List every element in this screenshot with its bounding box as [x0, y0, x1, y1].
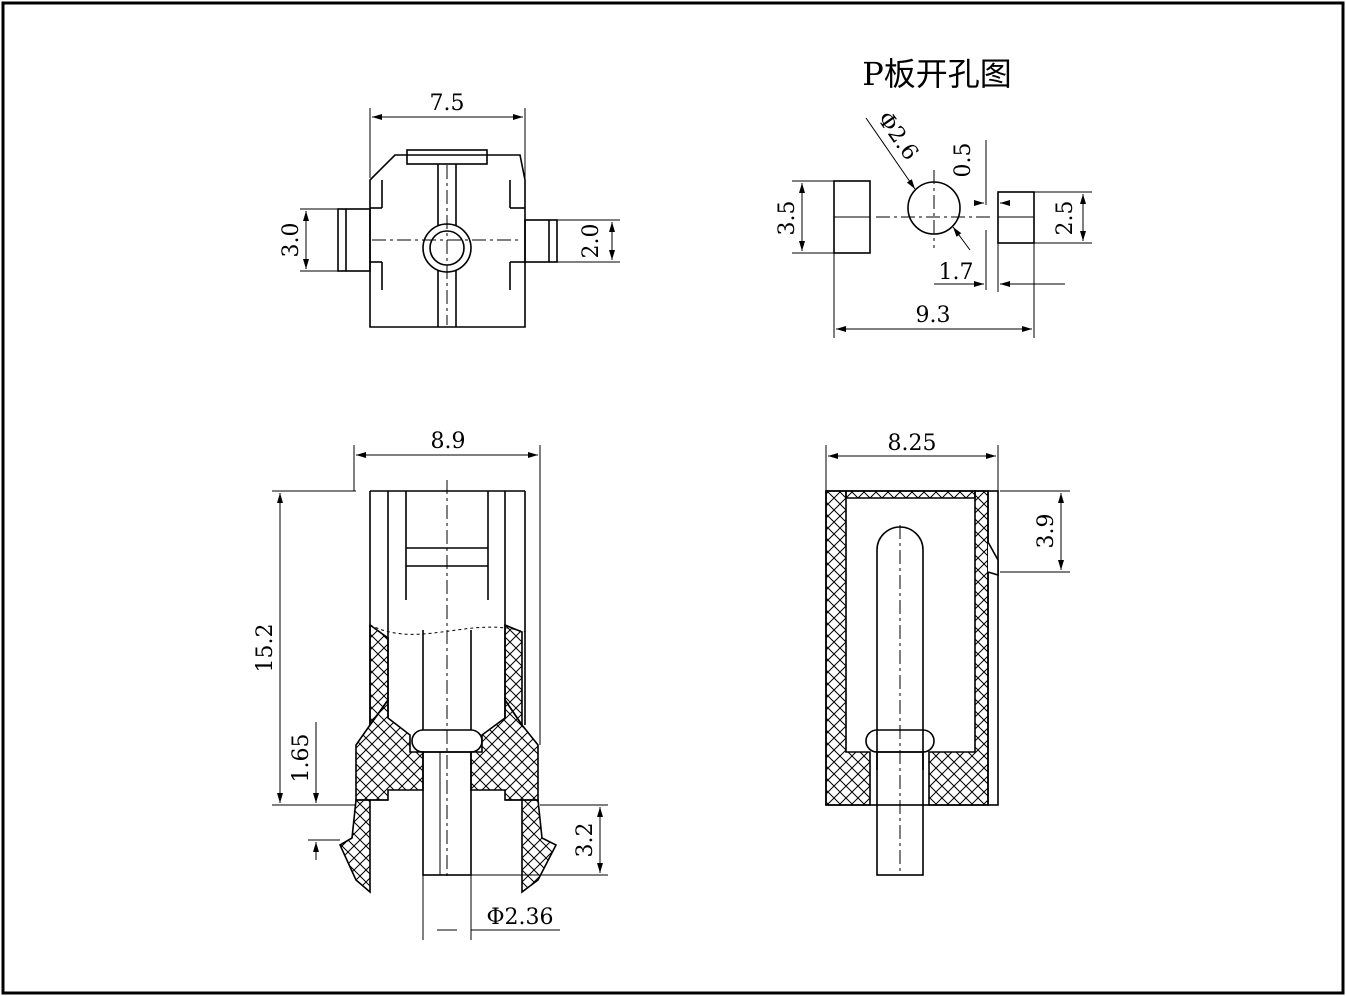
side-section-top-rim	[845, 490, 976, 499]
front-section-height-label: 15.2	[253, 624, 278, 673]
front-section-width-label: 8.9	[431, 429, 466, 454]
hole-view	[792, 117, 1092, 338]
hole-view-left-pad-label: 3.5	[775, 201, 800, 236]
top-view	[300, 108, 620, 328]
top-view-right-tab-label: 2.0	[579, 224, 604, 259]
side-section-latch-label: 3.9	[1034, 514, 1059, 549]
hole-view-total-label: 9.3	[916, 303, 951, 328]
side-section-left-wall	[825, 490, 871, 806]
top-view-latch	[406, 149, 488, 165]
front-section-pin-length-label: 3.2	[573, 823, 598, 858]
hole-view-offset-label: 1.7	[939, 260, 974, 285]
hole-view-right-pad-label: 2.5	[1053, 201, 1078, 236]
top-view-right-tab	[524, 219, 558, 263]
top-view-left-tab-label: 3.0	[279, 223, 304, 258]
front-section-pin-diameter-label: Φ2.36	[486, 905, 553, 930]
side-section-right-wall	[928, 490, 989, 806]
front-section-standoff-label: 1.65	[289, 734, 314, 783]
top-view-body	[369, 154, 526, 328]
top-view-left-tab	[337, 208, 371, 272]
hole-view-diameter-label: Φ2.6	[872, 107, 923, 165]
front-section-left-foot	[338, 799, 371, 894]
side-section-width-label: 8.25	[888, 431, 937, 456]
side-section	[825, 445, 1070, 876]
front-section	[272, 445, 608, 940]
hole-view-gap-label: 0.5	[951, 143, 976, 178]
top-view-width-label: 7.5	[430, 91, 465, 116]
front-section-lower-left-hatch	[355, 697, 424, 801]
front-section-right-foot	[521, 799, 558, 894]
hole-view-title: P板开孔图	[862, 55, 1012, 93]
